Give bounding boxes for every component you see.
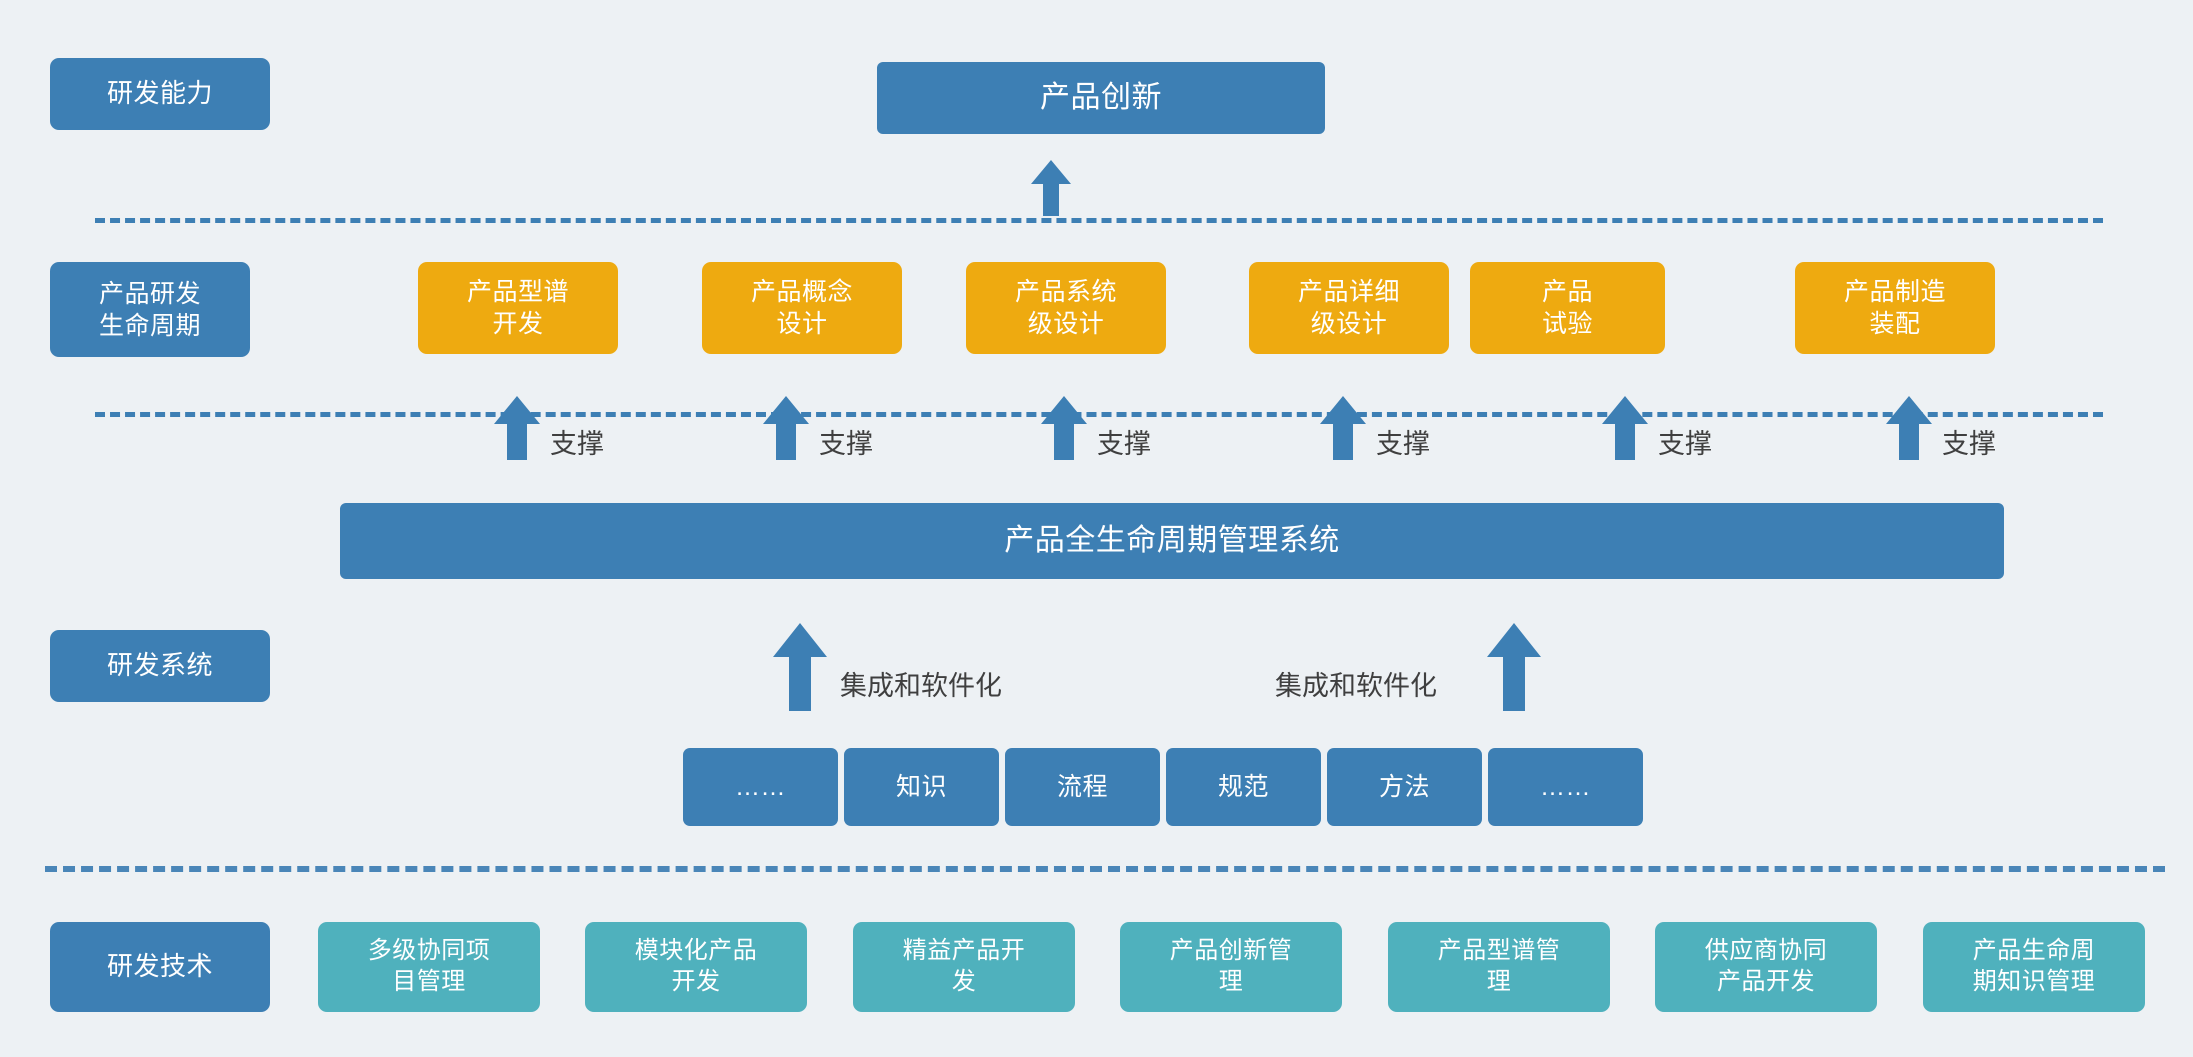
- stage-box-0: 产品型谱 开发: [418, 262, 618, 354]
- stage-box-4: 产品 试验: [1470, 262, 1665, 354]
- row-label-technology: 研发技术: [50, 922, 270, 1012]
- integration-label-left: 集成和软件化: [840, 671, 1002, 701]
- knowledge-block-0: ……: [683, 748, 838, 826]
- support-label-1: 支撑: [819, 429, 873, 459]
- row-label-capability: 研发能力: [50, 58, 270, 130]
- integration-arrow-left: [773, 623, 827, 711]
- knowledge-block-2: 流程: [1005, 748, 1160, 826]
- technology-box-3: 产品创新管 理: [1120, 922, 1342, 1012]
- support-arrow-4: [1602, 396, 1648, 460]
- support-arrow-2: [1041, 396, 1087, 460]
- stage-box-1: 产品概念 设计: [702, 262, 902, 354]
- support-arrow-0: [494, 396, 540, 460]
- knowledge-block-5: ……: [1488, 748, 1643, 826]
- knowledge-block-1: 知识: [844, 748, 999, 826]
- support-label-0: 支撑: [550, 429, 604, 459]
- support-label-4: 支撑: [1658, 429, 1712, 459]
- stage-box-5: 产品制造 装配: [1795, 262, 1995, 354]
- technology-box-4: 产品型谱管 理: [1388, 922, 1610, 1012]
- divider-capability-lifecycle: [95, 218, 2103, 223]
- stage-box-2: 产品系统 级设计: [966, 262, 1166, 354]
- technology-box-0: 多级协同项 目管理: [318, 922, 540, 1012]
- row-label-system: 研发系统: [50, 630, 270, 702]
- stage-box-3: 产品详细 级设计: [1249, 262, 1449, 354]
- technology-box-2: 精益产品开 发: [853, 922, 1075, 1012]
- integration-label-right: 集成和软件化: [1275, 671, 1437, 701]
- plm-system-bar: 产品全生命周期管理系统: [340, 503, 2004, 579]
- product-innovation-box: 产品创新: [877, 62, 1325, 134]
- integration-arrow-right: [1487, 623, 1541, 711]
- knowledge-block-4: 方法: [1327, 748, 1482, 826]
- technology-box-1: 模块化产品 开发: [585, 922, 807, 1012]
- support-arrow-5: [1886, 396, 1932, 460]
- support-label-5: 支撑: [1942, 429, 1996, 459]
- row-label-lifecycle: 产品研发 生命周期: [50, 262, 250, 357]
- knowledge-block-3: 规范: [1166, 748, 1321, 826]
- technology-box-5: 供应商协同 产品开发: [1655, 922, 1877, 1012]
- technology-box-6: 产品生命周 期知识管理: [1923, 922, 2145, 1012]
- support-label-2: 支撑: [1097, 429, 1151, 459]
- support-label-3: 支撑: [1376, 429, 1430, 459]
- divider-lifecycle-system: [95, 412, 2103, 417]
- divider-system-technology: [45, 866, 2165, 872]
- support-arrow-1: [763, 396, 809, 460]
- support-arrow-3: [1320, 396, 1366, 460]
- arrow-up-to-innovation: [1031, 160, 1071, 216]
